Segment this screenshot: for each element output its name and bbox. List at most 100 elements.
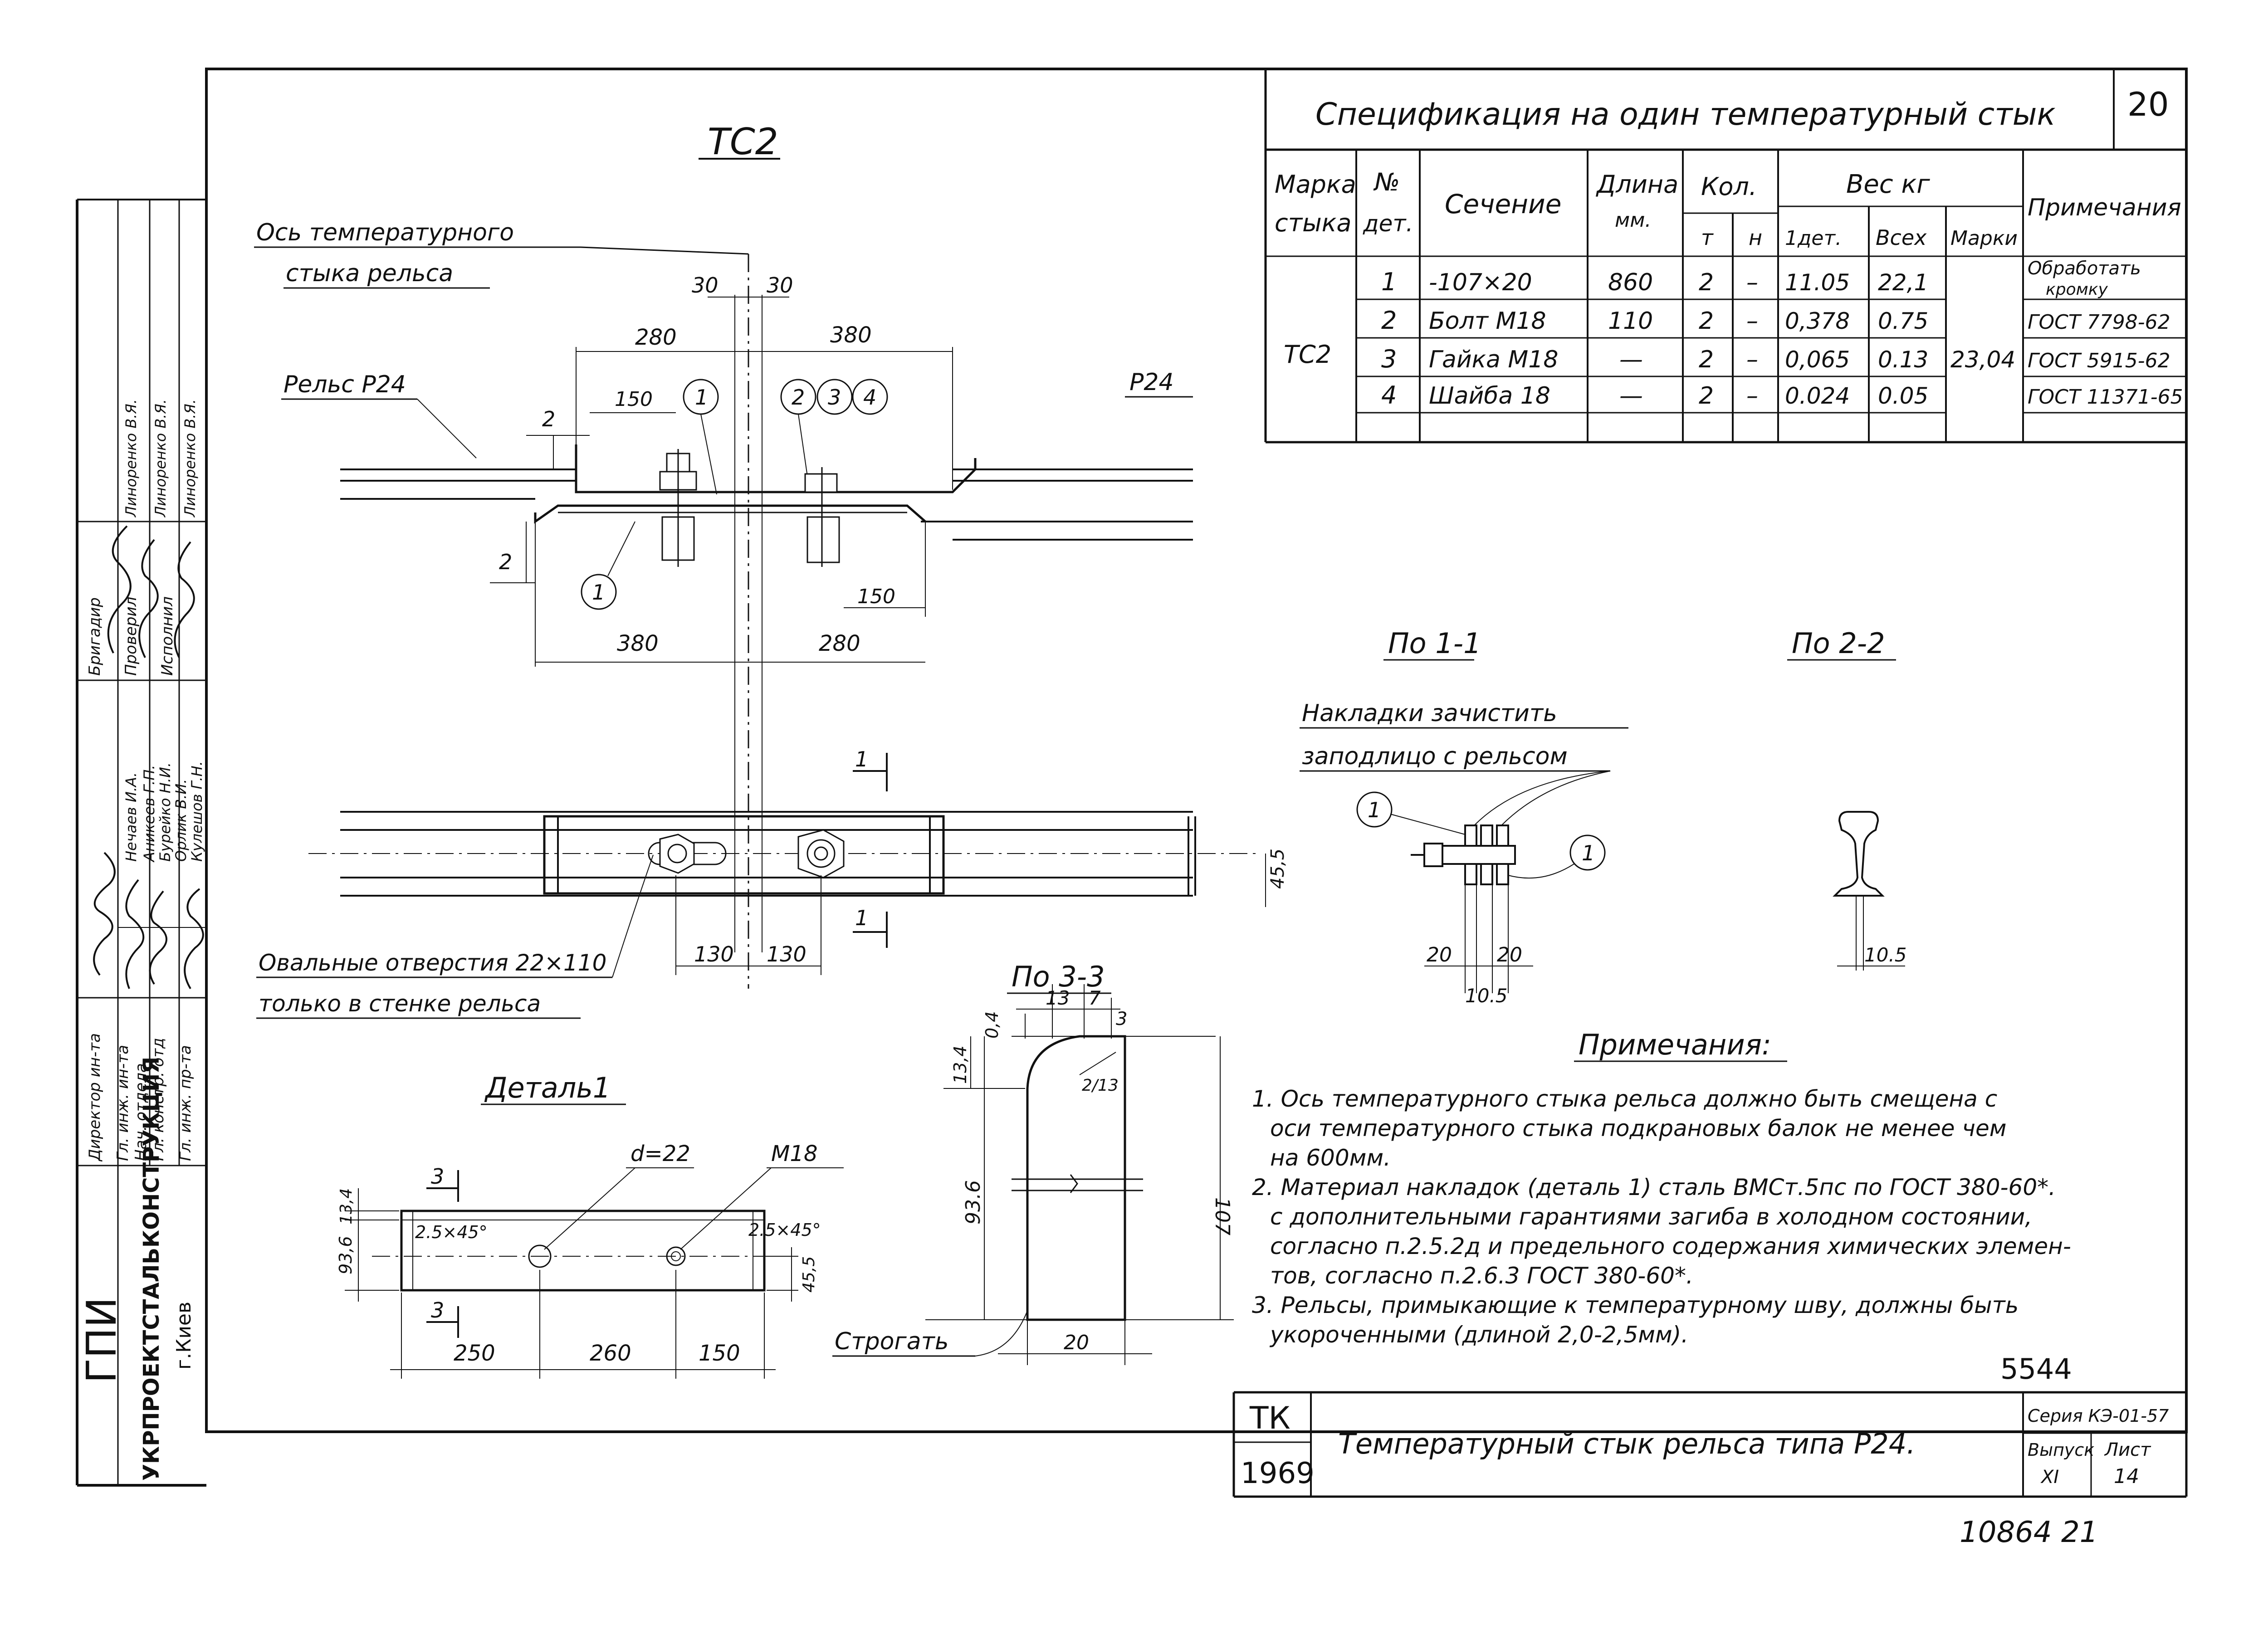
stamp-name-2: Аникеев Г.П. <box>141 765 158 863</box>
section11-callout-a <box>1356 791 1393 828</box>
cell-length: 110 <box>1608 307 1653 335</box>
hdr-weight-all: Всех <box>1876 225 1927 250</box>
cell-all: 22,1 <box>1878 269 1928 296</box>
section-2-2: По 2-2 10.5 <box>1787 627 1907 971</box>
cell-t: 2 <box>1699 269 1714 296</box>
section-mark-1-top: 1 <box>855 747 868 771</box>
detail1-title: Деталь1 <box>484 1071 611 1104</box>
notes-line-1: 1. Ось температурного стыка рельса должн… <box>1252 1086 1997 1112</box>
callout-1-bottom <box>581 574 617 610</box>
cell-num: 2 <box>1381 306 1397 335</box>
dim-30a: 30 <box>692 273 719 298</box>
cell-note: Обработать <box>2028 258 2141 279</box>
dim-280: 280 <box>635 325 677 350</box>
spec-mark-weight: 23,04 <box>1950 346 2015 373</box>
dim-280b: 280 <box>819 631 860 656</box>
cell-one: 0.024 <box>1785 383 1850 409</box>
stamp-name-7: Линоренко В.Я. <box>152 399 169 517</box>
spec-title: Спецификация на один температурный стык <box>1315 97 2056 132</box>
hdr-length-1: Длина <box>1596 170 1678 199</box>
section11-dim-20b: 20 <box>1497 943 1522 966</box>
hdr-qty: Кол. <box>1701 172 1757 201</box>
signature-6 <box>138 539 159 658</box>
section33-plane-label: Строгать <box>835 1328 949 1355</box>
cell-note: ГОСТ 7798-62 <box>2028 311 2170 334</box>
left-stamp: Директор ин-та Гл. инж. ин-та Нач. отдел… <box>77 200 206 1485</box>
stamp-role-chief-designer: Гл. констр. отд <box>149 1038 167 1161</box>
detail1-plate <box>400 1210 766 1292</box>
cell-t: 2 <box>1699 307 1714 335</box>
title-text: Температурный стык рельса типа Р24. <box>1338 1427 1916 1460</box>
notes-line-8: 3. Рельсы, примыкающие к температурному … <box>1252 1292 2019 1318</box>
cell-length: 860 <box>1608 269 1653 296</box>
tc2-axis-label-1: Ось температурного <box>256 219 514 246</box>
cell-note-2: кромку <box>2046 280 2108 299</box>
cell-one: 0,065 <box>1785 346 1850 373</box>
specification-table: Спецификация на один температурный стык … <box>1264 69 2186 444</box>
bolt-right <box>804 467 840 567</box>
hdr-mark-1: Марка <box>1275 170 1356 199</box>
dim-130a: 130 <box>694 942 734 966</box>
dim-2a: 2 <box>542 407 555 431</box>
signature-7 <box>174 541 195 658</box>
sheet-label: Лист <box>2104 1439 2151 1460</box>
drawing-number: 5544 <box>2000 1352 2072 1386</box>
issue-value: XI <box>2040 1467 2059 1488</box>
rail-profile <box>1833 811 1885 897</box>
section33-r213: 2/13 <box>1082 1076 1119 1095</box>
section33-dim-20: 20 <box>1064 1331 1089 1354</box>
cell-one: 11.05 <box>1785 269 1850 296</box>
dim-380: 380 <box>830 322 872 348</box>
dim-130b: 130 <box>767 942 807 966</box>
spec-row-3: 3 Гайка М18 — 2 – 0,065 0.13 ГОСТ 5915-6… <box>1381 345 2170 373</box>
cell-note: ГОСТ 5915-62 <box>2028 349 2170 372</box>
cell-all: 0.05 <box>1878 383 1928 409</box>
dim-30b: 30 <box>767 273 793 298</box>
cell-n: – <box>1746 307 1758 335</box>
stamp-name-3: Бурейко Н.И. <box>156 762 174 862</box>
section22-title: По 2-2 <box>1792 627 1885 660</box>
stamp-name-5: Кулешов Г.Н. <box>188 761 205 862</box>
stamp-city: г.Киев <box>172 1302 196 1370</box>
dim-380b: 380 <box>617 631 659 656</box>
section33-dim-7: 7 <box>1089 987 1101 1009</box>
detail1-dim-250: 250 <box>454 1341 495 1366</box>
detail1-dim-936: 93,6 <box>336 1236 356 1274</box>
callout-3-text: 3 <box>828 385 841 410</box>
cell-all: 0.75 <box>1878 308 1928 334</box>
callout-4-text: 4 <box>863 385 876 410</box>
detail1-sec3-bottom: 3 <box>431 1298 444 1322</box>
detail1-dim-455: 45,5 <box>800 1256 818 1293</box>
stamp-name-4: Орлик В.И. <box>172 779 190 862</box>
spec-row-1: 1 -107×20 860 2 – 11.05 22,1 Обработать … <box>1381 258 2141 299</box>
hdr-qty-n: н <box>1749 225 1762 250</box>
notes-line-2: оси температурного стыка подкрановых бал… <box>1270 1115 2006 1142</box>
cell-all: 0.13 <box>1878 346 1928 373</box>
signature-2 <box>125 879 145 989</box>
section22-dim-105: 10.5 <box>1864 944 1907 966</box>
tc2-elevation: ТС2 Ось температурного стыка рельса 30 3… <box>254 121 1193 989</box>
bolt-left <box>659 449 697 567</box>
section11-note-2: заподлицо с рельсом <box>1302 743 1568 770</box>
hdr-mark-2: стыка <box>1275 209 1352 237</box>
rail-left-label: Рельс Р24 <box>284 371 406 398</box>
stamp-name-8: Линоренко В.Я. <box>181 399 199 517</box>
dim-45-5: 45,5 <box>1267 849 1288 889</box>
footer-number: 10864 21 <box>1960 1516 2098 1549</box>
oval-label-1: Овальные отверстия 22×110 <box>259 950 606 976</box>
section33-dim-936: 93.6 <box>962 1180 985 1225</box>
section11-title: По 1-1 <box>1388 627 1481 660</box>
notes-line-6: согласно п.2.5.2д и предельного содержан… <box>1270 1233 2071 1259</box>
callout-4 <box>852 379 888 415</box>
notes-line-3: на 600мм. <box>1270 1145 1391 1171</box>
callout-3 <box>816 379 853 415</box>
section-3-3: По 3-3 13 7 0,4 <box>832 960 1234 1365</box>
detail1-bolt-label: М18 <box>771 1141 818 1166</box>
dim-150: 150 <box>615 388 653 411</box>
section33-dim-13: 13 <box>1046 987 1070 1009</box>
signature-3 <box>149 890 167 985</box>
tc2-plan: 1 1 45,5 130 130 Овальные отверстия 22×1… <box>256 747 1288 1019</box>
cell-section: Гайка М18 <box>1429 346 1558 373</box>
section11-callout-b <box>1569 834 1606 871</box>
cell-n: – <box>1746 382 1758 410</box>
